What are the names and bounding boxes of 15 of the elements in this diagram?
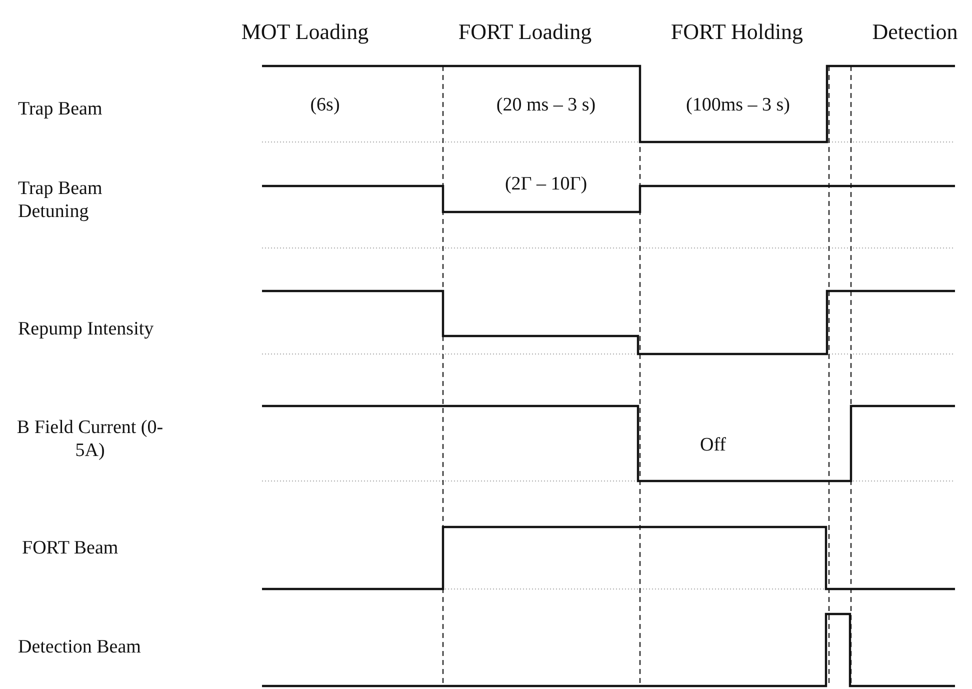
- duration-label: (6s): [310, 94, 340, 118]
- signal-name: Detection Beam: [18, 636, 141, 660]
- phase-heading: FORT Loading: [458, 18, 592, 46]
- signal-name: Repump Intensity: [18, 318, 154, 342]
- signal-name: Trap Beam Detuning: [18, 178, 104, 224]
- value-label: Off: [700, 434, 726, 458]
- duration-label: (20 ms – 3 s): [496, 94, 596, 118]
- signal-name: FORT Beam: [22, 538, 118, 560]
- duration-label: (100ms – 3 s): [686, 94, 790, 118]
- value-label: (2Γ – 10Γ): [504, 174, 588, 196]
- signal-name: Trap Beam: [18, 98, 102, 122]
- phase-heading: FORT Holding: [670, 18, 804, 46]
- phase-heading: Detection: [872, 18, 958, 46]
- phase-heading: MOT Loading: [241, 18, 369, 46]
- signal-name: B Field Current (0-5A): [16, 417, 164, 463]
